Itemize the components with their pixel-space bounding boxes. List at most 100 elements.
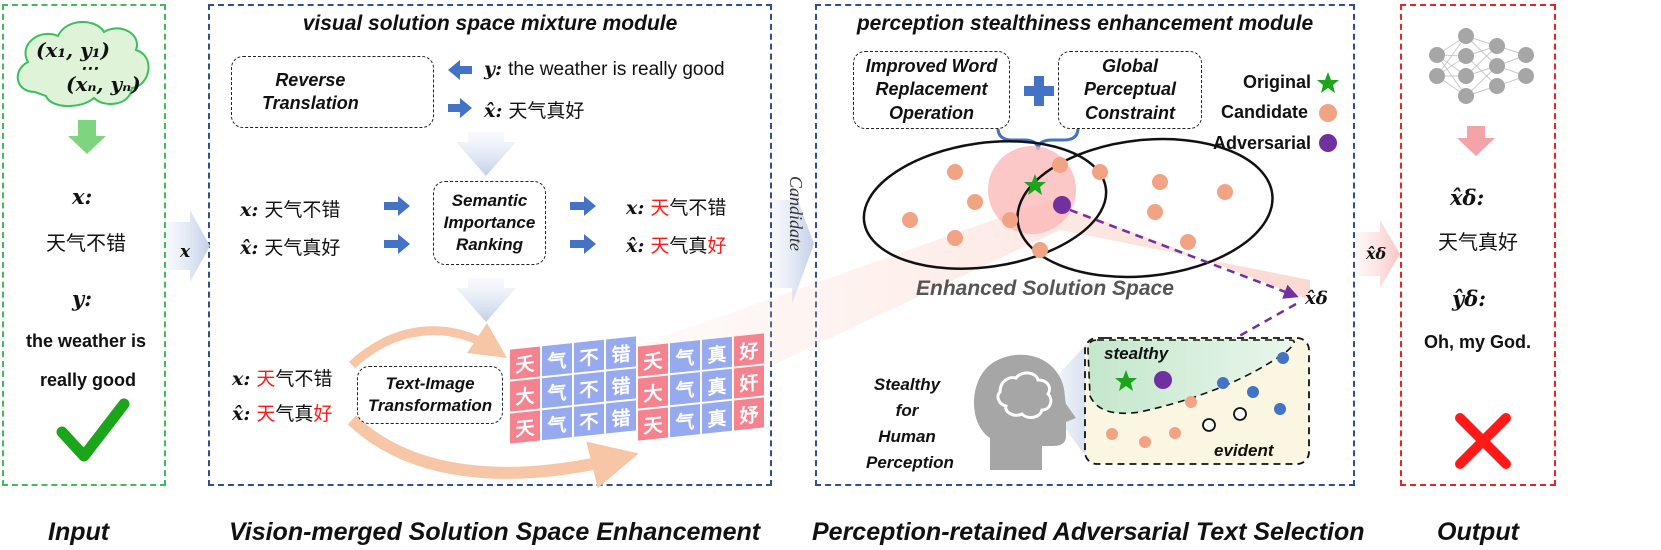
input-to-module-arrow [166,210,210,282]
stealthy-region [1087,339,1295,415]
legend-adversarial: Adversarial [1213,133,1312,153]
legend-original-star-icon [1317,72,1339,93]
neural-network-icon [1429,28,1534,104]
output-panel [1400,4,1556,486]
input-y-line2: really good [40,370,137,390]
char-cell: 夭 [638,343,668,377]
adversarial-dot [1053,196,1071,214]
output-xdelta-label: x̂δ: [1450,185,1485,210]
pink-down-arrow [1457,126,1495,156]
vision-module-title: visual solution space mixture module [302,12,678,35]
output-ydelta-label: ŷδ: [1452,286,1486,311]
cloud-dots: ⋯ [80,58,98,79]
arrow-to-reverse [448,60,472,80]
input-x-label: x: [72,184,93,209]
char-cell: 错 [606,400,636,434]
char-cell: 夭 [510,346,540,380]
char-cell: 大 [638,375,668,409]
ranked-x-row: x: 天气不错 [626,197,727,219]
perception-module-title: perception stealthiness enhancement modu… [856,12,1314,35]
plus-icon [1024,76,1054,106]
char-cell: 气 [670,404,700,438]
orange-curve-lower [347,415,639,489]
char-cell: 妤 [734,397,764,431]
down-arrow-2 [456,278,516,322]
arrow-ranking-to-x [570,196,596,216]
char-cell: 真 [702,368,732,402]
vision-y-row: y: the weather is really good [484,58,725,80]
vision-xhat-row2: x̂: 天气真好 [240,237,341,259]
legend-adversarial-dot-icon [1319,134,1337,152]
lower-xhat-row: x̂: 天气真好 [232,403,333,425]
stealthy-label: stealthy [1104,344,1169,363]
char-cell: 真 [702,336,732,370]
xdelta-point-label: x̂δ [1305,288,1328,309]
legend-candidate: Candidate [1221,102,1309,122]
char-cell: 不 [574,371,604,405]
output-xdelta-text: 天气真好 [1438,230,1518,254]
char-cell: 气 [670,340,700,374]
char-cell: 不 [574,403,604,437]
candidate-dots [902,157,1233,258]
char-cell: 天 [510,410,540,444]
stealthy-star-icon [1115,370,1137,391]
space-ellipse-left [862,140,1108,270]
input-bottom-label: Input [48,518,110,546]
lower-x-row: x: 天气不错 [232,368,333,390]
char-cell: 气 [542,343,572,377]
legend-candidate-dot-icon [1319,104,1337,122]
char-cell: 气 [542,407,572,441]
green-down-arrow [68,120,106,154]
ranked-xhat-row: x̂: 天气真好 [626,235,727,257]
char-cell: 大 [510,378,540,412]
original-star-icon [1024,174,1046,195]
output-ydelta-text: Oh, my God. [1424,332,1532,352]
legend-original: Original [1243,72,1312,92]
cross-icon [1455,413,1511,469]
input-x-text: 天气不错 [46,231,126,255]
char-cell: 天 [638,407,668,441]
evident-label: evident [1214,441,1274,460]
down-arrow-1 [456,132,516,176]
vision-bottom-label: Vision-merged Solution Space Enhancement [229,518,761,546]
input-cloud [16,20,150,107]
human-perception-label: Stealthy for Human Perception [866,375,954,472]
orange-curve-upper [348,323,507,369]
check-icon [56,398,130,462]
char-cell: 气 [542,375,572,409]
arrow-x-to-ranking [384,196,410,216]
output-bottom-label: Output [1437,518,1519,546]
input-y-line1: the weather is [26,331,147,351]
char-cell: 不 [574,339,604,373]
char-cell: 错 [606,368,636,402]
evident-dots [1106,352,1289,448]
vision-to-perception-arrow [772,184,814,304]
char-image-grid-original: 夭气不错大气不错天气不错 [510,336,636,444]
arrow-ranking-to-xhat [570,234,596,254]
vision-xhat-row: x̂: 天气真好 [484,100,585,122]
candidate-label: Candidate [786,176,806,251]
perception-to-output-arrow [1356,220,1400,288]
vision-x-row: x: 天气不错 [240,199,341,221]
char-cell: 奸 [734,365,764,399]
char-image-grid-translated: 夭气真好大气真奸天气真妤 [638,333,764,441]
char-cell: 好 [734,333,764,367]
enhanced-space-label: Enhanced Solution Space [916,277,1174,300]
adversarial-path [1069,208,1299,299]
cloud-pair-first: (x₁, y₁) [36,38,110,62]
arrow-to-xhat [448,98,472,118]
arrow-xhat-to-ranking [384,234,410,254]
char-cell: 真 [702,400,732,434]
cloud-pair-last: (xₙ, yₙ) [66,72,141,96]
char-cell: 错 [606,336,636,370]
perception-module-panel [815,4,1355,486]
char-cell: 气 [670,372,700,406]
perception-bottom-label: Perception-retained Adversarial Text Sel… [812,518,1365,546]
stealthy-adversarial-dot [1154,371,1172,389]
perception-arrow-label: x̂δ [1366,244,1387,263]
